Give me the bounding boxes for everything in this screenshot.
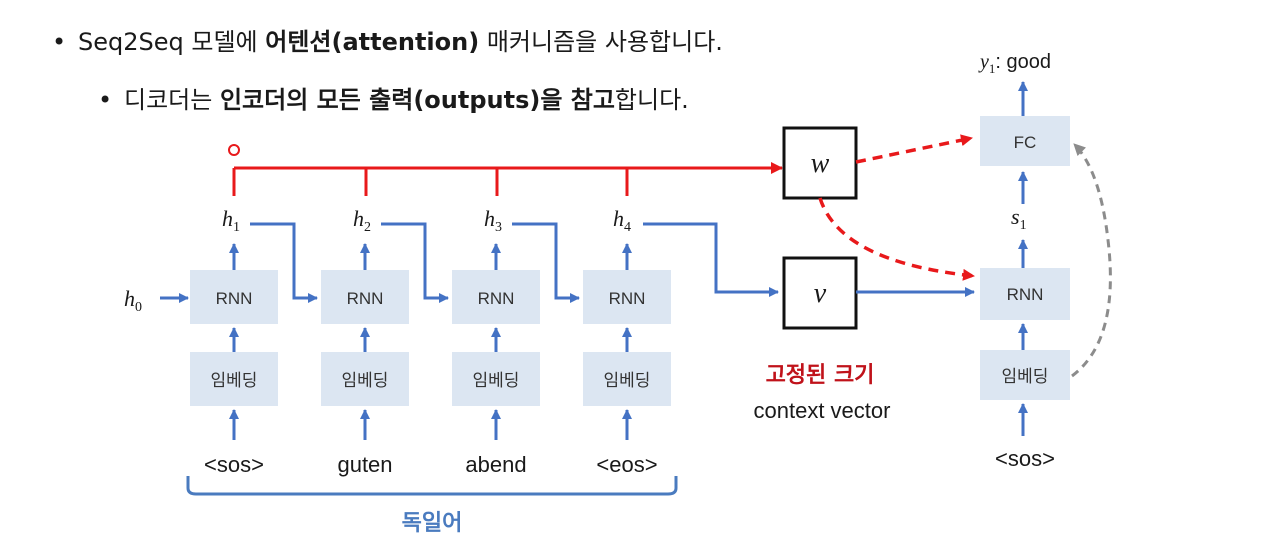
rnn-label: RNN (609, 289, 646, 308)
recurrent-connections (250, 222, 779, 303)
weight-to-rnn-arrow (818, 197, 975, 281)
encoder-step-3: RNN 임베딩 h3 abend (452, 206, 540, 477)
input-token: <sos> (204, 452, 264, 477)
input-token: guten (337, 452, 392, 477)
cursor-dot (228, 144, 240, 156)
hidden-state-label: h1 (222, 206, 240, 235)
encoder: h0 RNN 임베딩 h1 <sos> RNN 임베딩 h2 guten (124, 206, 779, 536)
decoder: y1: good FC s1 RNN 임베딩 <sos> (978, 51, 1112, 471)
rnn-label: RNN (347, 289, 384, 308)
rnn-label: RNN (216, 289, 253, 308)
language-label: 독일어 (402, 511, 463, 536)
decoder-embedding-box (980, 350, 1070, 400)
attention: w v 고정된 크기 context vector (754, 126, 975, 423)
attention-bus (232, 162, 783, 196)
decoder-embedding-label: 임베딩 (1002, 367, 1049, 386)
rnn-box (321, 270, 409, 324)
rnn-box (452, 270, 540, 324)
decoder-rnn-label: RNN (1007, 285, 1044, 304)
decoder-input-token: <sos> (995, 446, 1055, 471)
h0-label: h0 (124, 286, 142, 315)
context-vector-label: context vector (754, 398, 891, 423)
hidden-state-label: h3 (484, 206, 502, 235)
embedding-label: 임베딩 (473, 371, 520, 390)
encoder-step-2: RNN 임베딩 h2 guten (321, 206, 409, 477)
input-brace (186, 476, 678, 496)
embedding-box (190, 352, 278, 406)
encoder-step-4: RNN 임베딩 h4 <eos> (583, 206, 671, 477)
hidden-state-label: h2 (353, 206, 371, 235)
embedding-box (452, 352, 540, 406)
embedding-box (321, 352, 409, 406)
input-token: abend (465, 452, 526, 477)
hidden-state-label: h4 (613, 206, 631, 235)
weight-symbol: w (811, 148, 830, 179)
rnn-label: RNN (478, 289, 515, 308)
bullet-sub: •디코더는 인코더의 모든 출력(outputs)을 참고합니다. (98, 86, 689, 114)
feedback-arrow (1071, 142, 1112, 378)
bullet-dot: • (98, 86, 113, 114)
decoder-output-label: y1: good (978, 51, 1051, 76)
context-vector-box (782, 256, 858, 330)
embedding-label: 임베딩 (342, 371, 389, 390)
bullet-main: •Seq2Seq 모델에 어텐션(attention) 매커니즘을 사용합니다. (52, 28, 723, 56)
embedding-label: 임베딩 (604, 371, 651, 390)
decoder-rnn-box (980, 268, 1070, 320)
fc-box (980, 116, 1070, 166)
rnn-box (583, 270, 671, 324)
encoder-step-1: RNN 임베딩 h1 <sos> (190, 206, 278, 477)
input-token: <eos> (596, 452, 657, 477)
fixed-size-label: 고정된 크기 (766, 363, 875, 388)
decoder-state-label: s1 (1011, 204, 1027, 233)
embedding-box (583, 352, 671, 406)
fc-label: FC (1014, 133, 1037, 152)
rnn-box (190, 270, 278, 324)
vector-symbol: v (814, 278, 827, 309)
embedding-label: 임베딩 (211, 371, 258, 390)
bullet-dot: • (52, 28, 67, 56)
weight-to-fc-arrow (855, 134, 973, 164)
